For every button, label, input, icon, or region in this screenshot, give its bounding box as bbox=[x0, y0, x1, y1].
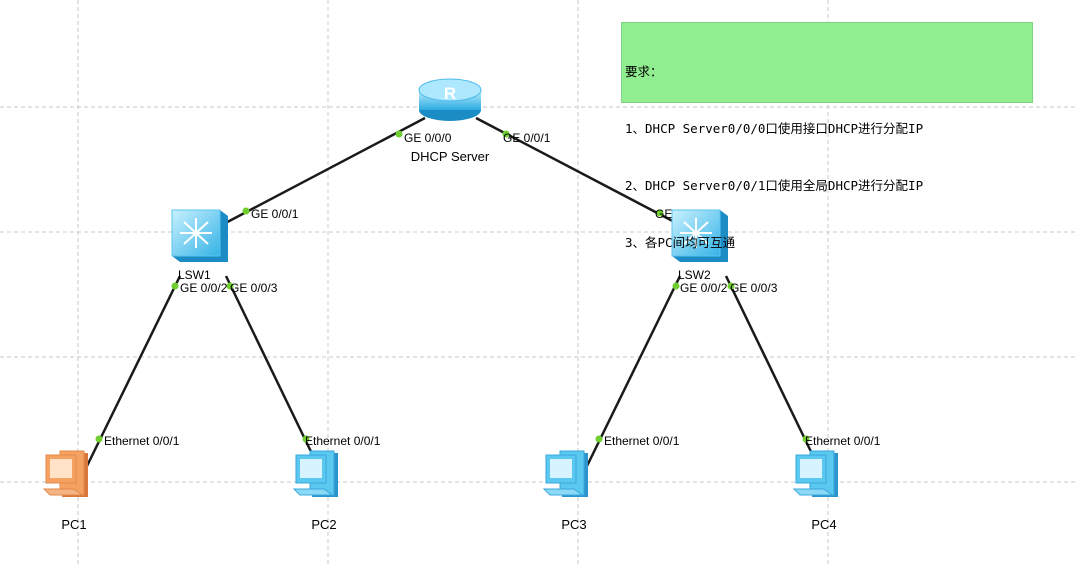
port-label-lsw1-up: GE 0/0/1 bbox=[251, 207, 299, 221]
pc-icon bbox=[542, 450, 588, 497]
switch-lsw1[interactable]: LSW1 bbox=[171, 209, 228, 282]
port-label-lsw1-down2: GE 0/0/3 bbox=[230, 281, 278, 295]
port-dot bbox=[656, 209, 664, 217]
pc-label: PC1 bbox=[61, 517, 86, 532]
links bbox=[84, 116, 818, 469]
port-label-pc1: Ethernet 0/0/1 bbox=[104, 434, 180, 448]
port-dot bbox=[802, 435, 810, 443]
port-dot bbox=[302, 435, 310, 443]
pc-2[interactable]: PC2 bbox=[292, 450, 338, 532]
link-lsw1-pc1[interactable] bbox=[84, 275, 182, 469]
router-dhcp-server[interactable]: R DHCP Server bbox=[411, 78, 490, 164]
pc-3[interactable]: PC3 bbox=[542, 450, 588, 532]
switch-label: LSW1 bbox=[178, 268, 211, 282]
port-label-router-left: GE 0/0/0 bbox=[404, 131, 452, 145]
port-dot bbox=[395, 130, 403, 138]
switch-icon bbox=[671, 209, 728, 262]
link-lsw1-pc2[interactable] bbox=[224, 275, 318, 463]
port-dot bbox=[95, 435, 103, 443]
link-lsw2-pc3[interactable] bbox=[584, 275, 682, 469]
note-line: 1、DHCP Server0/0/0口使用接口DHCP进行分配IP bbox=[625, 121, 924, 136]
link-router-lsw1[interactable] bbox=[215, 116, 426, 230]
note-line: 2、DHCP Server0/0/1口使用全局DHCP进行分配IP bbox=[625, 178, 924, 193]
port-label-lsw2-down1: GE 0/0/2 bbox=[680, 281, 728, 295]
port-dot bbox=[242, 207, 250, 215]
switch-lsw2[interactable]: LSW2 bbox=[671, 209, 728, 282]
note-line: 3、各PC间均可互通 bbox=[625, 235, 736, 250]
port-dot bbox=[226, 282, 234, 290]
port-dot bbox=[171, 282, 179, 290]
pc-label: PC3 bbox=[561, 517, 586, 532]
link-lsw2-pc4[interactable] bbox=[724, 275, 818, 463]
switch-icon bbox=[171, 209, 228, 262]
pc-icon bbox=[292, 450, 338, 497]
port-dot bbox=[672, 282, 680, 290]
pc-label: PC4 bbox=[811, 517, 836, 532]
port-label-pc3: Ethernet 0/0/1 bbox=[604, 434, 680, 448]
port-dot bbox=[595, 435, 603, 443]
svg-text:R: R bbox=[444, 84, 456, 103]
port-label-pc2: Ethernet 0/0/1 bbox=[305, 434, 381, 448]
port-label-lsw2-down2: GE 0/0/3 bbox=[730, 281, 778, 295]
pc-1[interactable]: PC1 bbox=[42, 450, 88, 532]
switch-label: LSW2 bbox=[678, 268, 711, 282]
note-title: 要求： bbox=[625, 64, 663, 79]
pc-4[interactable]: PC4 bbox=[792, 450, 838, 532]
link-router-lsw2[interactable] bbox=[475, 116, 687, 230]
port-label-router-right: GE 0/0/1 bbox=[503, 131, 551, 145]
pc-icon bbox=[42, 450, 88, 497]
pc-label: PC2 bbox=[311, 517, 336, 532]
pc-icon bbox=[792, 450, 838, 497]
port-dots bbox=[95, 130, 810, 443]
router-icon: R bbox=[418, 78, 482, 121]
router-label: DHCP Server bbox=[411, 149, 490, 164]
port-label-pc4: Ethernet 0/0/1 bbox=[805, 434, 881, 448]
port-dot bbox=[727, 282, 735, 290]
port-dot bbox=[502, 130, 510, 138]
port-label-lsw1-down1: GE 0/0/2 bbox=[180, 281, 228, 295]
requirements-note[interactable]: 要求： 1、DHCP Server0/0/0口使用接口DHCP进行分配IP 2、… bbox=[621, 22, 1033, 250]
